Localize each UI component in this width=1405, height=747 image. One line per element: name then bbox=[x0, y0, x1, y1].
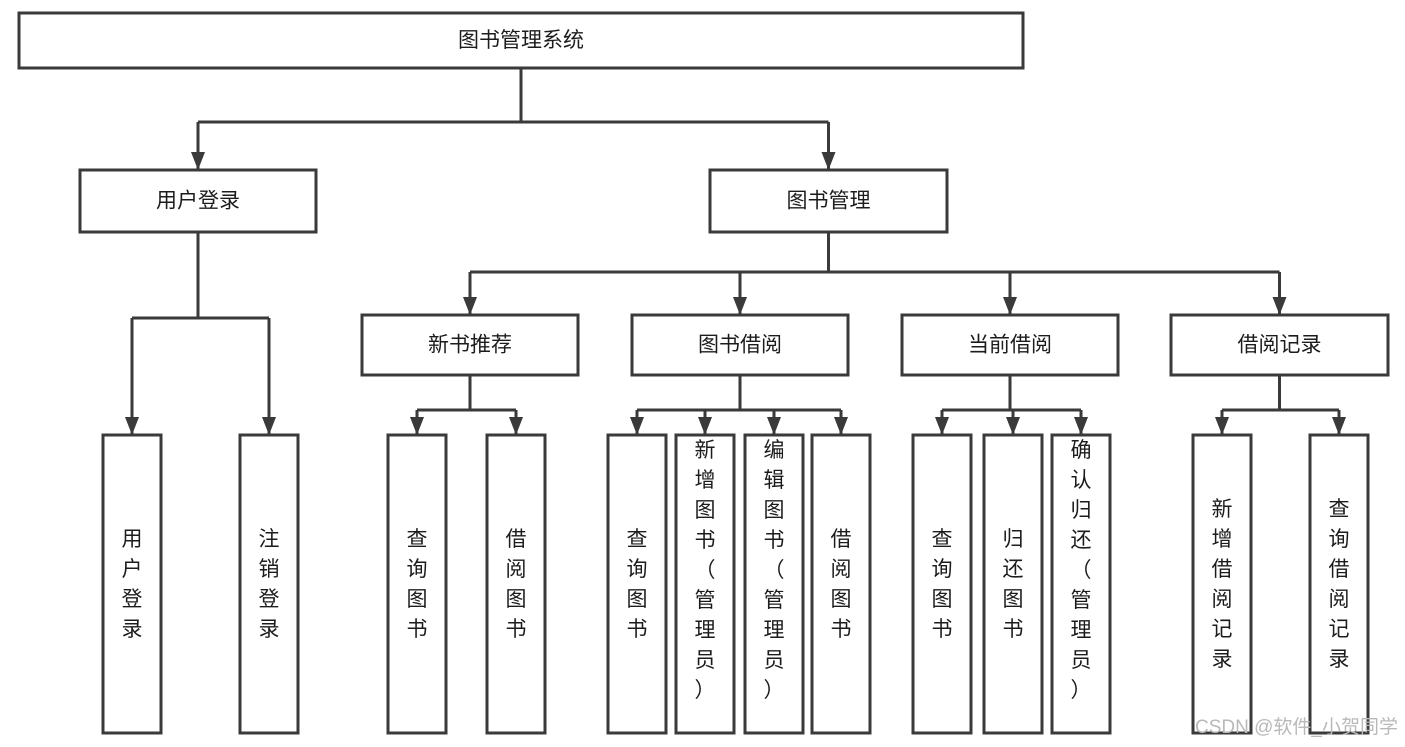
node-leaf-logout-login[interactable]: 注销登录 bbox=[238, 433, 300, 735]
arrow-icon-leaf-borrow-book-1 bbox=[509, 417, 523, 435]
csdn-watermark: CSDN @软件_小贺同学 bbox=[1195, 716, 1398, 738]
node-leaf-query-book-1[interactable]: 查询图书 bbox=[386, 433, 448, 735]
node-leaf-borrow-book-1-box bbox=[485, 433, 547, 735]
node-current-borrow-label: 当前借阅 bbox=[968, 334, 1052, 357]
node-leaf-query-book-3-label: 查询图书 bbox=[932, 528, 953, 641]
arrow-icon-leaf-borrow-book-2 bbox=[834, 417, 848, 435]
node-leaf-query-book-1-label: 查询图书 bbox=[407, 528, 428, 641]
arrow-icon-book-borrow bbox=[733, 297, 747, 315]
node-new-book-recommend[interactable]: 新书推荐 bbox=[360, 313, 580, 377]
node-user-login-label: 用户登录 bbox=[156, 190, 240, 213]
node-leaf-query-book-2-box bbox=[606, 433, 668, 735]
arrow-icon-leaf-query-book-3 bbox=[935, 417, 949, 435]
node-leaf-logout-login-label: 注销登录 bbox=[259, 528, 280, 641]
node-book-manage[interactable]: 图书管理 bbox=[708, 168, 949, 234]
node-leaf-query-record[interactable]: 查询借阅记录 bbox=[1308, 433, 1370, 735]
arrow-icon-new-book-recommend bbox=[463, 297, 477, 315]
node-leaf-add-record-label: 新增借阅记录 bbox=[1212, 498, 1233, 671]
arrow-icon-leaf-edit-book bbox=[767, 417, 781, 435]
node-leaf-return-book[interactable]: 归还图书 bbox=[982, 433, 1044, 735]
node-leaf-logout-login-box bbox=[238, 433, 300, 735]
node-current-borrow-box bbox=[900, 313, 1120, 377]
node-book-borrow-box bbox=[630, 313, 850, 377]
node-leaf-add-book-box bbox=[674, 433, 736, 735]
node-book-borrow[interactable]: 图书借阅 bbox=[630, 313, 850, 377]
node-new-book-recommend-label: 新书推荐 bbox=[428, 334, 512, 357]
node-leaf-query-record-label: 查询借阅记录 bbox=[1329, 498, 1350, 671]
node-borrow-record-label: 借阅记录 bbox=[1238, 334, 1322, 357]
connector-layer bbox=[125, 68, 1346, 435]
node-book-manage-label: 图书管理 bbox=[787, 190, 871, 213]
arrow-icon-book-manage bbox=[821, 152, 836, 170]
node-leaf-return-book-box bbox=[982, 433, 1044, 735]
arrow-icon-leaf-add-book bbox=[698, 417, 712, 435]
node-leaf-borrow-book-2[interactable]: 借阅图书 bbox=[810, 433, 872, 735]
arrow-icon-current-borrow bbox=[1003, 297, 1017, 315]
node-leaf-confirm-return[interactable]: 确认归还（管理员） bbox=[1050, 433, 1112, 735]
node-leaf-user-login[interactable]: 用户登录 bbox=[101, 433, 163, 735]
node-leaf-borrow-book-1[interactable]: 借阅图书 bbox=[485, 433, 547, 735]
node-root-system-box bbox=[17, 11, 1025, 70]
node-borrow-record-box bbox=[1169, 313, 1390, 377]
node-leaf-add-record[interactable]: 新增借阅记录 bbox=[1191, 433, 1253, 735]
arrow-icon-leaf-query-book-1 bbox=[410, 417, 424, 435]
arrow-icon-user-login bbox=[191, 152, 205, 170]
node-current-borrow[interactable]: 当前借阅 bbox=[900, 313, 1120, 377]
arrow-icon-leaf-logout-login bbox=[262, 417, 276, 435]
node-leaf-query-book-2-label: 查询图书 bbox=[627, 528, 648, 641]
node-root-system[interactable]: 图书管理系统 bbox=[17, 11, 1025, 70]
arrow-icon-leaf-return-book bbox=[1006, 417, 1020, 435]
node-new-book-recommend-box bbox=[360, 313, 580, 377]
node-leaf-confirm-return-box bbox=[1050, 433, 1112, 735]
node-layer: 图书管理系统用户登录图书管理新书推荐图书借阅当前借阅借阅记录用户登录注销登录查询… bbox=[17, 11, 1390, 735]
node-user-login[interactable]: 用户登录 bbox=[78, 168, 318, 234]
node-leaf-query-book-3-box bbox=[911, 433, 973, 735]
node-root-system-label: 图书管理系统 bbox=[458, 29, 584, 52]
node-leaf-user-login-label: 用户登录 bbox=[122, 528, 143, 641]
node-leaf-edit-book-label: 编辑图书（管理员） bbox=[764, 439, 785, 702]
arrow-icon-leaf-query-record bbox=[1332, 417, 1346, 435]
node-leaf-edit-book[interactable]: 编辑图书（管理员） bbox=[743, 433, 805, 735]
node-borrow-record[interactable]: 借阅记录 bbox=[1169, 313, 1390, 377]
node-leaf-edit-book-box bbox=[743, 433, 805, 735]
node-leaf-query-book-1-box bbox=[386, 433, 448, 735]
node-leaf-borrow-book-2-label: 借阅图书 bbox=[831, 528, 852, 641]
node-leaf-query-book-3[interactable]: 查询图书 bbox=[911, 433, 973, 735]
arrow-icon-borrow-record bbox=[1272, 297, 1287, 315]
node-leaf-add-book[interactable]: 新增图书（管理员） bbox=[674, 433, 736, 735]
node-leaf-query-book-2[interactable]: 查询图书 bbox=[606, 433, 668, 735]
arrow-icon-leaf-user-login bbox=[125, 417, 139, 435]
node-leaf-user-login-box bbox=[101, 433, 163, 735]
node-leaf-borrow-book-2-box bbox=[810, 433, 872, 735]
node-leaf-query-record-box bbox=[1308, 433, 1370, 735]
node-leaf-add-book-label: 新增图书（管理员） bbox=[695, 439, 716, 702]
arrow-icon-leaf-confirm-return bbox=[1074, 417, 1088, 435]
arrow-icon-leaf-add-record bbox=[1215, 417, 1229, 435]
node-book-borrow-label: 图书借阅 bbox=[698, 334, 782, 357]
node-user-login-box bbox=[78, 168, 318, 234]
arrow-icon-leaf-query-book-2 bbox=[630, 417, 644, 435]
node-leaf-return-book-label: 归还图书 bbox=[1003, 528, 1024, 641]
node-leaf-add-record-box bbox=[1191, 433, 1253, 735]
node-book-manage-box bbox=[708, 168, 949, 234]
node-leaf-confirm-return-label: 确认归还（管理员） bbox=[1071, 439, 1092, 702]
node-leaf-borrow-book-1-label: 借阅图书 bbox=[506, 528, 527, 641]
